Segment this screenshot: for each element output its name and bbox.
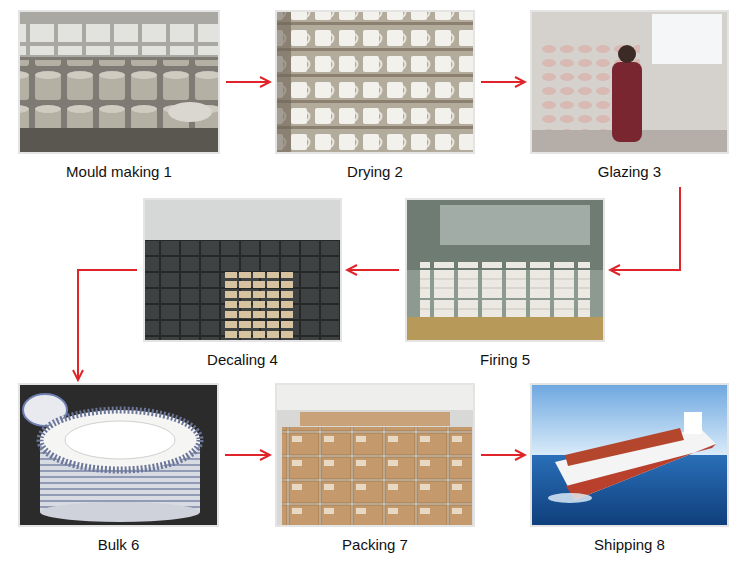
racks	[145, 240, 340, 340]
photo-step: Bulk 6	[20, 385, 217, 556]
photo-step: Mould making 1	[20, 12, 218, 183]
photo-frame	[143, 198, 342, 342]
step-caption: Packing 7	[277, 536, 473, 554]
step-caption: Firing 5	[407, 351, 603, 369]
step-caption: Mould making 1	[20, 163, 218, 181]
shipping-photo	[530, 383, 729, 527]
photo-step: Decaling 4	[145, 200, 340, 371]
ceiling	[277, 385, 473, 410]
photo-area	[532, 12, 727, 152]
photo-area	[20, 385, 217, 525]
photo-area	[532, 385, 727, 525]
kiln-car	[407, 317, 603, 340]
step-caption: Shipping 8	[532, 536, 727, 554]
step-caption: Glazing 3	[532, 163, 727, 181]
flow-arrow	[226, 81, 269, 83]
plate-well	[65, 421, 175, 459]
photo-step: Firing 5	[407, 200, 603, 371]
white-boxes	[20, 20, 218, 55]
ceiling	[145, 200, 340, 240]
photo-frame	[530, 10, 729, 154]
flow-arrow	[225, 454, 269, 456]
photo-ground	[277, 12, 473, 152]
flow-arrow	[611, 187, 680, 270]
packing-photo	[275, 383, 475, 527]
bow-wave	[548, 493, 592, 503]
ship-bridge	[684, 412, 702, 434]
photo-frame	[275, 10, 475, 154]
ware-crates	[225, 272, 295, 340]
shelf-area	[20, 12, 218, 57]
photo-area	[277, 12, 473, 152]
flow-arrow	[481, 81, 524, 83]
photo-step: Packing 7	[277, 385, 473, 556]
photo-area	[20, 12, 218, 152]
mug-shelves	[277, 12, 473, 152]
flow-arrow	[78, 270, 137, 379]
photo-ground	[20, 385, 217, 525]
step-caption: Bulk 6	[20, 536, 217, 554]
mould-rows	[20, 60, 218, 128]
decaling-photo	[143, 198, 342, 342]
photo-ground	[145, 200, 340, 340]
firing-photo	[405, 198, 605, 342]
shelf-post	[277, 12, 291, 152]
photo-step: Shipping 8	[532, 385, 727, 556]
photo-frame	[275, 383, 475, 527]
photo-area	[145, 200, 340, 340]
glazing-photo	[530, 10, 729, 154]
carton-row	[300, 412, 450, 426]
photo-frame	[405, 198, 605, 342]
flow-arrow	[481, 454, 524, 456]
photo-area	[407, 200, 603, 340]
carton-stacks	[282, 427, 472, 525]
bulk-photo	[18, 383, 219, 527]
photo-frame	[18, 10, 220, 154]
photo-area	[277, 385, 473, 525]
stack-base	[40, 502, 200, 522]
photo-ground	[407, 200, 603, 340]
kiln-wall	[407, 200, 603, 270]
photo-ground	[532, 12, 727, 152]
mould-photo	[18, 10, 220, 154]
step-caption: Drying 2	[277, 163, 473, 181]
step-caption: Decaling 4	[145, 351, 340, 369]
photo-frame	[18, 383, 219, 527]
photo-step: Glazing 3	[532, 12, 727, 183]
drying-photo	[275, 10, 475, 154]
rack-grid	[145, 240, 340, 340]
plate-mould	[168, 102, 212, 122]
flow-arrow	[348, 269, 399, 271]
worker	[612, 62, 642, 142]
worker-head	[618, 45, 636, 63]
photo-step: Drying 2	[277, 12, 473, 183]
window	[652, 14, 722, 64]
photo-frame	[530, 383, 729, 527]
plate-stacks	[420, 262, 590, 317]
top-plate	[40, 410, 200, 470]
ship-hull	[555, 428, 716, 500]
photo-ground	[277, 385, 473, 525]
workbench	[20, 128, 218, 152]
photo-ground	[20, 12, 218, 152]
kiln-hood	[440, 205, 590, 245]
containers	[565, 428, 684, 466]
